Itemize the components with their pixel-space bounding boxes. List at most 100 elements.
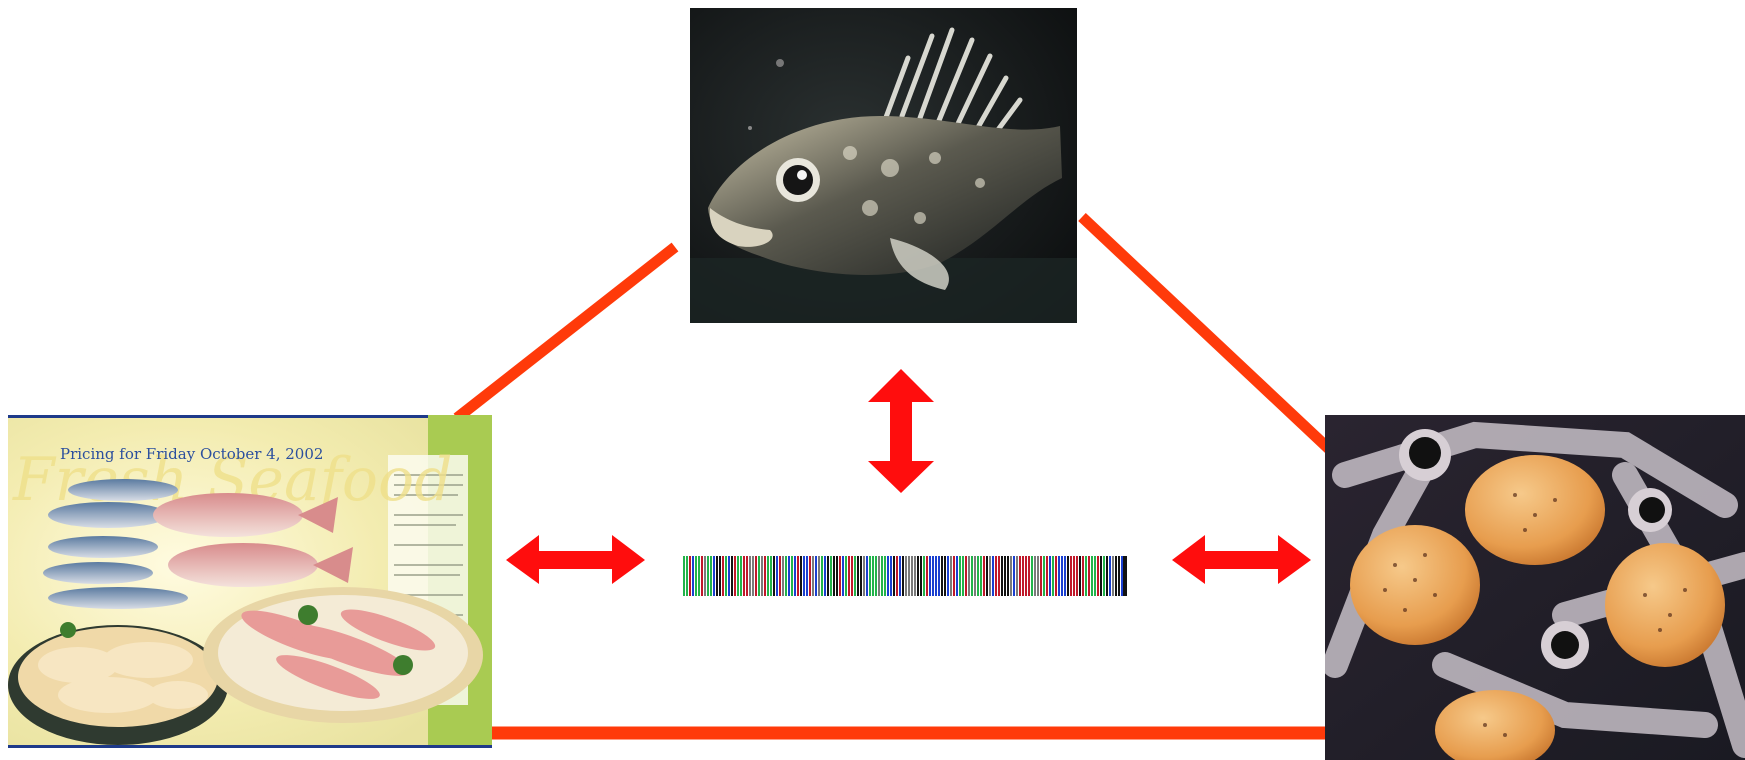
barcode-stripe	[791, 556, 793, 596]
barcode-stripe	[881, 556, 883, 596]
barcode-stripe	[917, 556, 919, 596]
barcode-stripe	[1082, 556, 1084, 596]
barcode-stripe	[971, 556, 973, 596]
barcode-stripe	[908, 556, 910, 596]
barcode-stripe	[1034, 556, 1036, 596]
barcode-stripe	[962, 556, 964, 596]
barcode-stripe	[953, 556, 955, 596]
barcode-stripe	[1094, 556, 1096, 596]
barcode-stripe	[767, 556, 769, 596]
barcode-stripe	[1112, 556, 1114, 596]
barcode-stripe	[947, 556, 949, 596]
barcode-stripe	[803, 556, 805, 596]
barcode-stripe	[692, 556, 694, 596]
barcode-stripe	[1064, 556, 1066, 596]
double-arrow-left	[506, 535, 645, 584]
barcode-stripe	[1040, 556, 1042, 596]
fish-larvae-image	[1325, 415, 1745, 760]
barcode-stripe	[920, 556, 922, 596]
barcode-stripe	[995, 556, 997, 596]
barcode-stripe	[1070, 556, 1072, 596]
barcode-stripe	[944, 556, 946, 596]
barcode-stripe	[746, 556, 748, 596]
barcode-stripe	[1100, 556, 1102, 596]
barcode-stripe	[950, 556, 952, 596]
barcode-stripe	[899, 556, 901, 596]
barcode-stripe	[821, 556, 823, 596]
barcode-stripe	[722, 556, 724, 596]
barcode-stripe	[854, 556, 856, 596]
barcode-stripe	[968, 556, 970, 596]
barcode-stripe	[1037, 556, 1039, 596]
barcode-stripe	[983, 556, 985, 596]
barcode-stripe	[815, 556, 817, 596]
barcode-stripe	[758, 556, 760, 596]
barcode-stripe	[689, 556, 691, 596]
barcode-stripe	[1013, 556, 1015, 596]
barcode-stripe	[773, 556, 775, 596]
barcode-stripe	[905, 556, 907, 596]
barcode-stripe	[1049, 556, 1051, 596]
barcode-stripe	[1076, 556, 1078, 596]
barcode-stripe	[941, 556, 943, 596]
barcode-stripe	[851, 556, 853, 596]
barcode-stripe	[764, 556, 766, 596]
barcode-stripe	[1010, 556, 1012, 596]
barcode-stripe	[713, 556, 715, 596]
barcode-stripe	[863, 556, 865, 596]
barcode-stripe	[794, 556, 796, 596]
barcode-stripe	[1052, 556, 1054, 596]
barcode-stripe	[932, 556, 934, 596]
barcode-stripe	[1118, 556, 1120, 596]
barcode-stripe	[698, 556, 700, 596]
barcode-stripe	[992, 556, 994, 596]
barcode-stripe	[1067, 556, 1069, 596]
barcode-stripe	[1073, 556, 1075, 596]
barcode-stripe	[1007, 556, 1009, 596]
barcode-stripe	[743, 556, 745, 596]
barcode-stripe	[785, 556, 787, 596]
barcode-stripe	[860, 556, 862, 596]
barcode-stripe	[887, 556, 889, 596]
barcode-stripe	[1079, 556, 1081, 596]
barcode-stripe	[1025, 556, 1027, 596]
barcode-stripe	[1103, 556, 1105, 596]
barcode-stripe	[890, 556, 892, 596]
barcode-stripe	[749, 556, 751, 596]
barcode-stripe	[893, 556, 895, 596]
barcode-stripe	[926, 556, 928, 596]
barcode-stripe	[1088, 556, 1090, 596]
fish-market-flyer-image: Fresh Seafood Pri	[8, 415, 492, 748]
barcode-stripe	[704, 556, 706, 596]
barcode-stripe	[809, 556, 811, 596]
barcode-stripe	[929, 556, 931, 596]
barcode-stripe	[896, 556, 898, 596]
barcode-stripe	[782, 556, 784, 596]
barcode-stripe	[716, 556, 718, 596]
barcode-stripe	[974, 556, 976, 596]
barcode-stripe	[797, 556, 799, 596]
barcode-stripe	[1055, 556, 1057, 596]
barcode-stripe	[776, 556, 778, 596]
barcode-stripe	[872, 556, 874, 596]
barcode-stripe	[752, 556, 754, 596]
barcode-stripe	[833, 556, 835, 596]
barcode-stripe	[866, 556, 868, 596]
barcode-stripe	[1058, 556, 1060, 596]
barcode-stripe	[695, 556, 697, 596]
barcode-stripe	[878, 556, 880, 596]
barcode-end-stripe	[1123, 556, 1127, 596]
barcode-stripe	[914, 556, 916, 596]
barcode-stripe	[959, 556, 961, 596]
barcode-stripe	[938, 556, 940, 596]
barcode-stripe	[911, 556, 913, 596]
barcode-stripe	[710, 556, 712, 596]
barcode-stripe	[719, 556, 721, 596]
barcode-stripe	[935, 556, 937, 596]
barcode-stripe	[1001, 556, 1003, 596]
barcode-stripe	[800, 556, 802, 596]
barcode-stripe	[989, 556, 991, 596]
barcode-stripe	[1028, 556, 1030, 596]
flyer-title: Pricing for Friday October 4, 2002	[60, 445, 323, 463]
barcode-stripe	[728, 556, 730, 596]
